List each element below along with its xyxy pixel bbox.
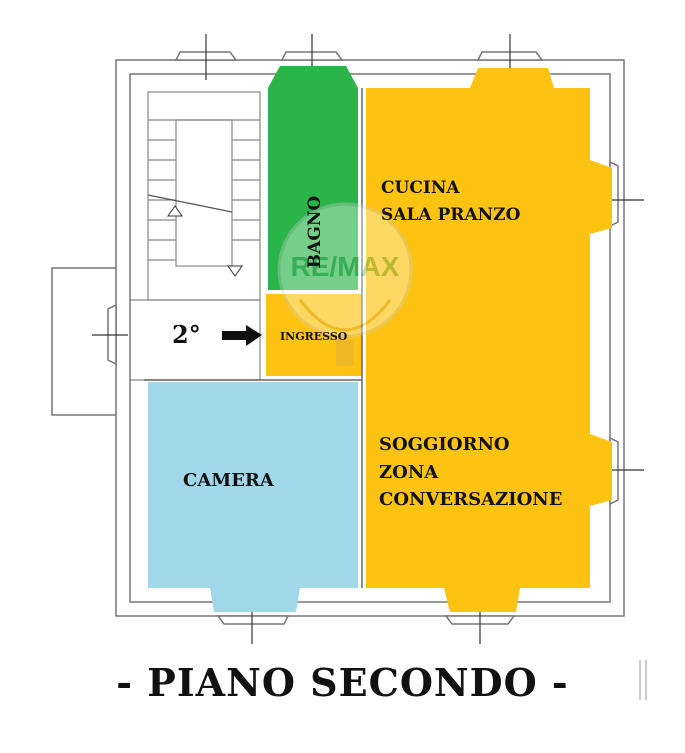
staircase	[147, 91, 261, 301]
room-bagno	[268, 66, 358, 290]
room-label-cucina-line1: CUCINA	[381, 178, 460, 198]
room-ingresso	[266, 294, 362, 376]
room-label-cucina-line2: SALA PRANZO	[381, 205, 521, 225]
internal-walls	[144, 88, 363, 588]
watermark-text: RE/MAX	[291, 251, 400, 282]
room-label-soggiorno-line2: ZONA	[379, 462, 439, 483]
room-label-ingresso: INGRESSO	[280, 330, 348, 343]
stair-arrow-icons	[167, 205, 243, 277]
window-ticks	[92, 34, 644, 644]
room-camera	[148, 382, 358, 612]
room-label-soggiorno-line3: CONVERSAZIONE	[379, 489, 562, 510]
floor-number-label: 2°	[172, 320, 201, 349]
remax-watermark: RE/MAX	[277, 202, 413, 366]
room-label-camera: CAMERA	[183, 470, 275, 491]
room-label-soggiorno-line1: SOGGIORNO	[379, 434, 510, 455]
room-label-bagno: BAGNO	[305, 196, 325, 269]
edge-marks	[639, 660, 647, 700]
room-cucina-soggiorno	[366, 68, 612, 612]
page-title: - PIANO SECONDO -	[116, 660, 569, 705]
side-annex	[51, 267, 116, 416]
arrow-right-icon	[222, 325, 262, 346]
